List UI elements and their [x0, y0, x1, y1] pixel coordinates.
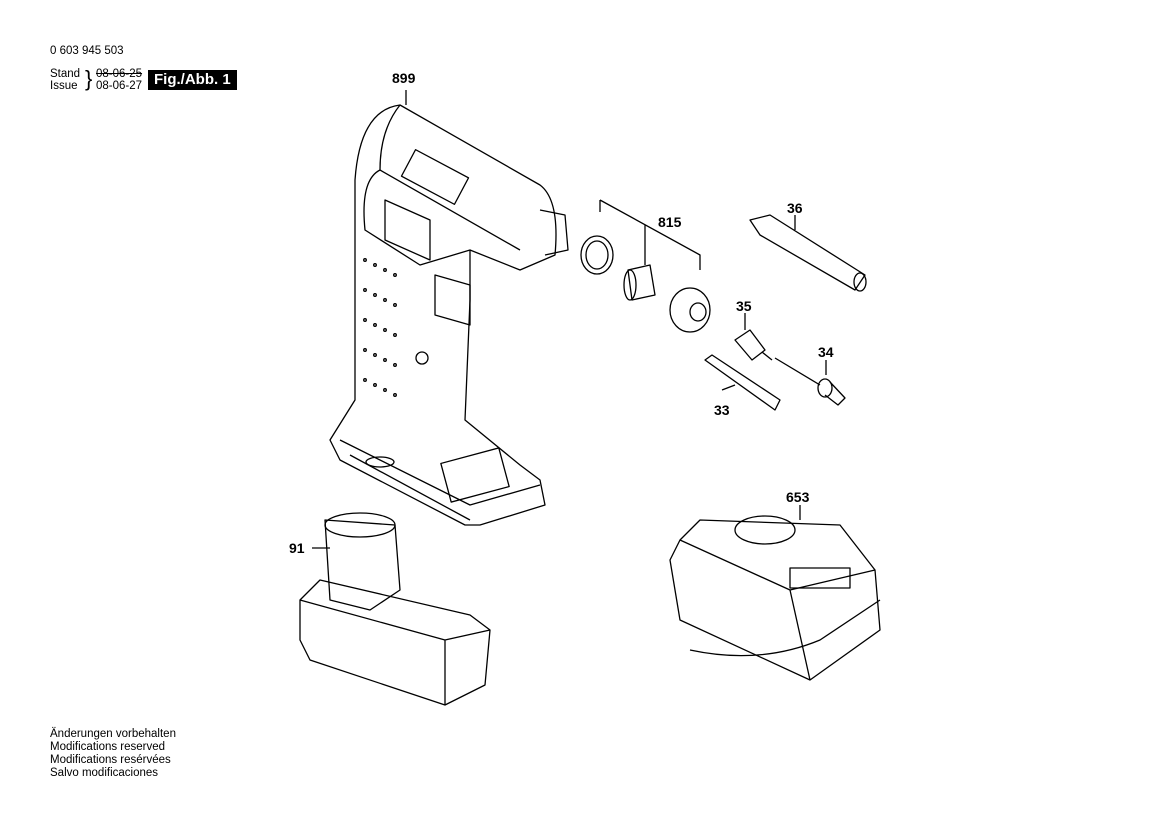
footer-notes: Änderungen vorbehalten Modifications res…: [50, 728, 176, 780]
callout-35: 35: [736, 298, 752, 314]
part-number: 0 603 945 503: [50, 45, 124, 57]
part-91-battery[interactable]: [299, 512, 491, 706]
stand-date: 08-06-25: [96, 68, 143, 80]
part-653-charger[interactable]: [669, 505, 881, 681]
part-34-needle[interactable]: [774, 357, 846, 406]
part-899-pump-body[interactable]: [329, 90, 569, 526]
figure-label: Fig./Abb. 1: [148, 70, 237, 90]
footer-line: Modifications resérvées: [50, 754, 171, 766]
callout-815: 815: [658, 214, 682, 230]
stand-label: Stand: [50, 68, 81, 80]
callout-899: 899: [392, 70, 416, 86]
part-33-cone-adapter[interactable]: [704, 354, 781, 411]
footer-line: Salvo modificaciones: [50, 767, 159, 779]
callout-34: 34: [818, 344, 834, 360]
footer-line: Modifications reserved: [50, 741, 166, 753]
brace: }: [85, 66, 93, 91]
part-815-seal-set[interactable]: [580, 199, 711, 333]
callout-36: 36: [787, 200, 803, 216]
callout-91: 91: [289, 540, 305, 556]
part-36-adapter[interactable]: [749, 214, 867, 292]
issue-date: 08-06-27: [96, 80, 143, 92]
part-35-valve-adapter[interactable]: [734, 313, 773, 361]
footer-line: Änderungen vorbehalten: [50, 728, 176, 740]
issue-label: Issue: [50, 80, 78, 92]
grip-dots: [363, 258, 397, 397]
callout-33: 33: [714, 402, 730, 418]
callout-653: 653: [786, 489, 810, 505]
